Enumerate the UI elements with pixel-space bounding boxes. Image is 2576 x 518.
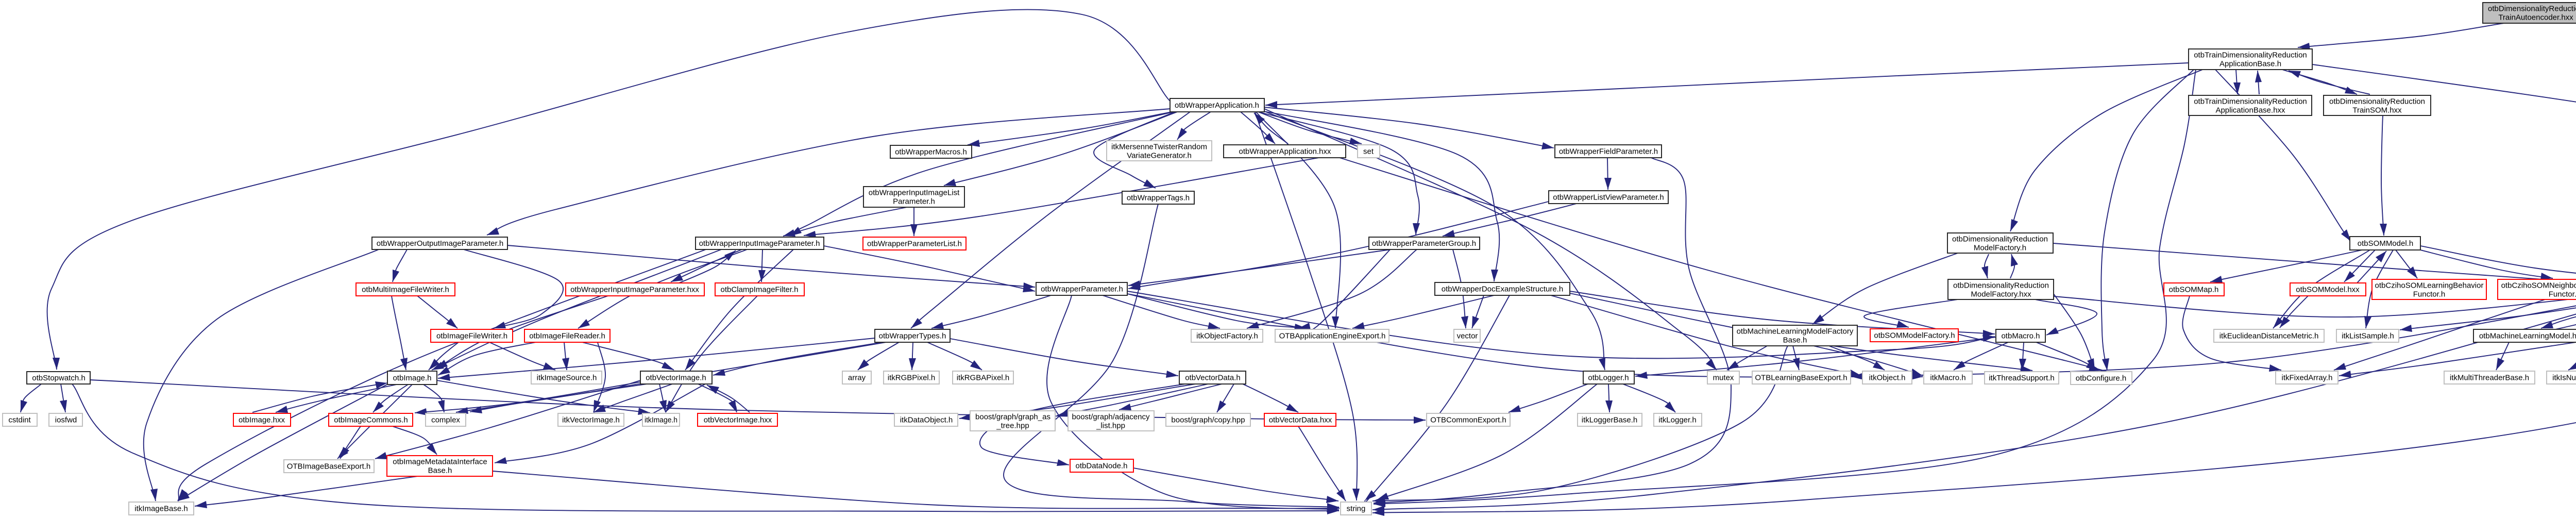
- svg-text:itkObjectFactory.h: itkObjectFactory.h: [1196, 332, 1258, 341]
- svg-text:otbVectorData.hxx: otbVectorData.hxx: [1269, 416, 1332, 425]
- svg-text:otbWrapperApplication.h: otbWrapperApplication.h: [1175, 101, 1259, 110]
- svg-text:ApplicationBase.hxx: ApplicationBase.hxx: [2215, 106, 2285, 115]
- svg-text:itkObject.h: itkObject.h: [1869, 374, 1906, 382]
- svg-text:otbClampImageFilter.h: otbClampImageFilter.h: [721, 286, 799, 294]
- svg-text:itkMacro.h: itkMacro.h: [1930, 374, 1965, 382]
- svg-text:ApplicationBase.h: ApplicationBase.h: [2219, 60, 2281, 69]
- svg-text:otbWrapperTypes.h: otbWrapperTypes.h: [879, 332, 946, 341]
- svg-text:otbDimensionalityReduction: otbDimensionalityReduction: [1953, 281, 2049, 290]
- svg-text:cstdint: cstdint: [8, 416, 31, 425]
- svg-text:otbDimensionalityReduction: otbDimensionalityReduction: [2329, 97, 2425, 106]
- svg-text:itkRGBAPixel.h: itkRGBAPixel.h: [957, 374, 1010, 382]
- svg-text:set: set: [1363, 147, 1374, 156]
- svg-text:OTBLearningBaseExport.h: OTBLearningBaseExport.h: [1755, 374, 1847, 382]
- svg-text:itkImageSource.h: itkImageSource.h: [537, 374, 597, 382]
- svg-text:boost/graph/graph_as: boost/graph/graph_as: [975, 413, 1050, 422]
- svg-text:itkLogger.h: itkLogger.h: [1658, 416, 1696, 425]
- svg-text:otbWrapperInputImageParameter.: otbWrapperInputImageParameter.h: [699, 239, 820, 248]
- svg-text:otbImage.hxx: otbImage.hxx: [239, 416, 285, 425]
- svg-text:iosfwd: iosfwd: [55, 416, 77, 425]
- svg-text:otbImageFileReader.h: otbImageFileReader.h: [529, 332, 605, 341]
- svg-text:OTBCommonExport.h: OTBCommonExport.h: [1430, 416, 1506, 425]
- svg-text:otbCzihoSOMLearningBehavior: otbCzihoSOMLearningBehavior: [2375, 281, 2484, 290]
- svg-text:otbConfigure.h: otbConfigure.h: [2076, 374, 2126, 383]
- svg-text:itkListSample.h: itkListSample.h: [2342, 332, 2394, 341]
- svg-text:itkIsNumber.h: itkIsNumber.h: [2552, 374, 2576, 382]
- svg-text:otbWrapperFieldParameter.h: otbWrapperFieldParameter.h: [1559, 147, 1658, 156]
- svg-text:otbMachineLearningModelFactory: otbMachineLearningModelFactory: [1737, 327, 1854, 336]
- svg-text:otbSOMModelFactory.h: otbSOMModelFactory.h: [1874, 331, 1955, 340]
- svg-text:itkThreadSupport.h: itkThreadSupport.h: [1989, 374, 2055, 382]
- svg-text:itkMersenneTwisterRandom: itkMersenneTwisterRandom: [1111, 143, 1207, 152]
- svg-text:itkMultiThreaderBase.h: itkMultiThreaderBase.h: [2450, 374, 2529, 382]
- svg-text:otbTrainDimensionalityReductio: otbTrainDimensionalityReduction: [2194, 51, 2307, 60]
- svg-text:otbWrapperMacros.h: otbWrapperMacros.h: [895, 148, 967, 157]
- svg-text:VariateGenerator.h: VariateGenerator.h: [1127, 152, 1192, 160]
- svg-text:otbDimensionalityReduction: otbDimensionalityReduction: [2488, 5, 2576, 13]
- svg-text:otbWrapperListViewParameter.h: otbWrapperListViewParameter.h: [1553, 193, 1664, 202]
- svg-text:OTBApplicationEngineExport.h: OTBApplicationEngineExport.h: [1279, 332, 1386, 341]
- svg-text:otbDataNode.h: otbDataNode.h: [1076, 462, 1128, 471]
- svg-text:TrainAutoencoder.hxx: TrainAutoencoder.hxx: [2498, 13, 2573, 22]
- svg-text:boost/graph/adjacency: boost/graph/adjacency: [1072, 413, 1150, 422]
- svg-text:Base.h: Base.h: [1783, 336, 1807, 345]
- svg-text:array: array: [848, 374, 866, 382]
- svg-text:otbLogger.h: otbLogger.h: [1588, 374, 1629, 382]
- svg-text:otbWrapperApplication.hxx: otbWrapperApplication.hxx: [1239, 147, 1331, 156]
- svg-text:itkFixedArray.h: itkFixedArray.h: [2282, 374, 2333, 382]
- svg-text:otbWrapperOutputImageParameter: otbWrapperOutputImageParameter.h: [377, 239, 504, 248]
- svg-text:otbSOMMap.h: otbSOMMap.h: [2169, 286, 2219, 294]
- svg-text:otbVectorImage.hxx: otbVectorImage.hxx: [704, 416, 772, 425]
- svg-text:otbMachineLearningModel.hxx: otbMachineLearningModel.hxx: [2479, 332, 2576, 341]
- svg-text:otbSOMModel.hxx: otbSOMModel.hxx: [2296, 286, 2360, 294]
- svg-text:otbStopwatch.h: otbStopwatch.h: [32, 374, 85, 382]
- svg-text:Functor.h: Functor.h: [2413, 290, 2446, 299]
- svg-text:boost/graph/copy.hpp: boost/graph/copy.hpp: [1171, 416, 1245, 425]
- svg-text:Functor.h: Functor.h: [2549, 290, 2576, 299]
- svg-text:itkVectorImage.h: itkVectorImage.h: [562, 416, 620, 425]
- svg-text:otbImageCommons.h: otbImageCommons.h: [334, 416, 408, 425]
- svg-text:ModelFactory.h: ModelFactory.h: [1974, 244, 2026, 253]
- svg-text:itkImage.h: itkImage.h: [645, 416, 677, 425]
- svg-text:vector: vector: [1457, 332, 1478, 341]
- svg-text:otbVectorImage.h: otbVectorImage.h: [646, 374, 706, 382]
- svg-text:otbCzihoSOMNeighborhoodBehavio: otbCzihoSOMNeighborhoodBehavior: [2501, 281, 2576, 290]
- svg-text:otbTrainDimensionalityReductio: otbTrainDimensionalityReduction: [2194, 97, 2307, 106]
- svg-text:otbImage.h: otbImage.h: [393, 374, 431, 382]
- svg-text:otbDimensionalityReduction: otbDimensionalityReduction: [1952, 235, 2048, 244]
- svg-text:otbWrapperInputImageParameter.: otbWrapperInputImageParameter.hxx: [570, 286, 699, 294]
- svg-text:otbSOMModel.h: otbSOMModel.h: [2358, 239, 2413, 248]
- svg-text:itkImageBase.h: itkImageBase.h: [134, 505, 188, 513]
- svg-text:itkRGBPixel.h: itkRGBPixel.h: [888, 374, 936, 382]
- svg-text:otbWrapperParameter.h: otbWrapperParameter.h: [1041, 285, 1123, 294]
- svg-text:otbWrapperParameterGroup.h: otbWrapperParameterGroup.h: [1372, 239, 1476, 248]
- svg-text:otbWrapperDocExampleStructure.: otbWrapperDocExampleStructure.h: [1442, 285, 1564, 294]
- svg-text:otbWrapperInputImageList: otbWrapperInputImageList: [869, 189, 960, 197]
- svg-text:OTBImageBaseExport.h: OTBImageBaseExport.h: [287, 462, 371, 471]
- svg-text:Parameter.h: Parameter.h: [893, 197, 935, 206]
- svg-text:otbWrapperParameterList.h: otbWrapperParameterList.h: [867, 240, 962, 248]
- svg-text:_list.hpp: _list.hpp: [1096, 422, 1125, 430]
- svg-text:complex: complex: [431, 416, 460, 425]
- svg-text:otbImageMetadataInterface: otbImageMetadataInterface: [393, 458, 487, 466]
- svg-text:_tree.hpp: _tree.hpp: [996, 422, 1029, 430]
- svg-text:otbVectorData.h: otbVectorData.h: [1185, 374, 1241, 382]
- svg-text:otbMacro.h: otbMacro.h: [2001, 332, 2040, 341]
- svg-text:otbImageFileWriter.h: otbImageFileWriter.h: [436, 332, 507, 341]
- svg-text:Base.h: Base.h: [428, 466, 452, 475]
- svg-text:string: string: [1347, 505, 1366, 513]
- svg-text:itkLoggerBase.h: itkLoggerBase.h: [1582, 416, 1637, 425]
- svg-text:otbWrapperTags.h: otbWrapperTags.h: [1127, 194, 1190, 203]
- svg-text:itkEuclideanDistanceMetric.h: itkEuclideanDistanceMetric.h: [2219, 332, 2319, 341]
- svg-text:ModelFactory.hxx: ModelFactory.hxx: [1971, 290, 2031, 299]
- svg-text:mutex: mutex: [1713, 374, 1734, 382]
- svg-text:otbMultiImageFileWriter.h: otbMultiImageFileWriter.h: [362, 286, 449, 294]
- svg-text:TrainSOM.hxx: TrainSOM.hxx: [2352, 106, 2402, 115]
- svg-text:itkDataObject.h: itkDataObject.h: [900, 416, 953, 425]
